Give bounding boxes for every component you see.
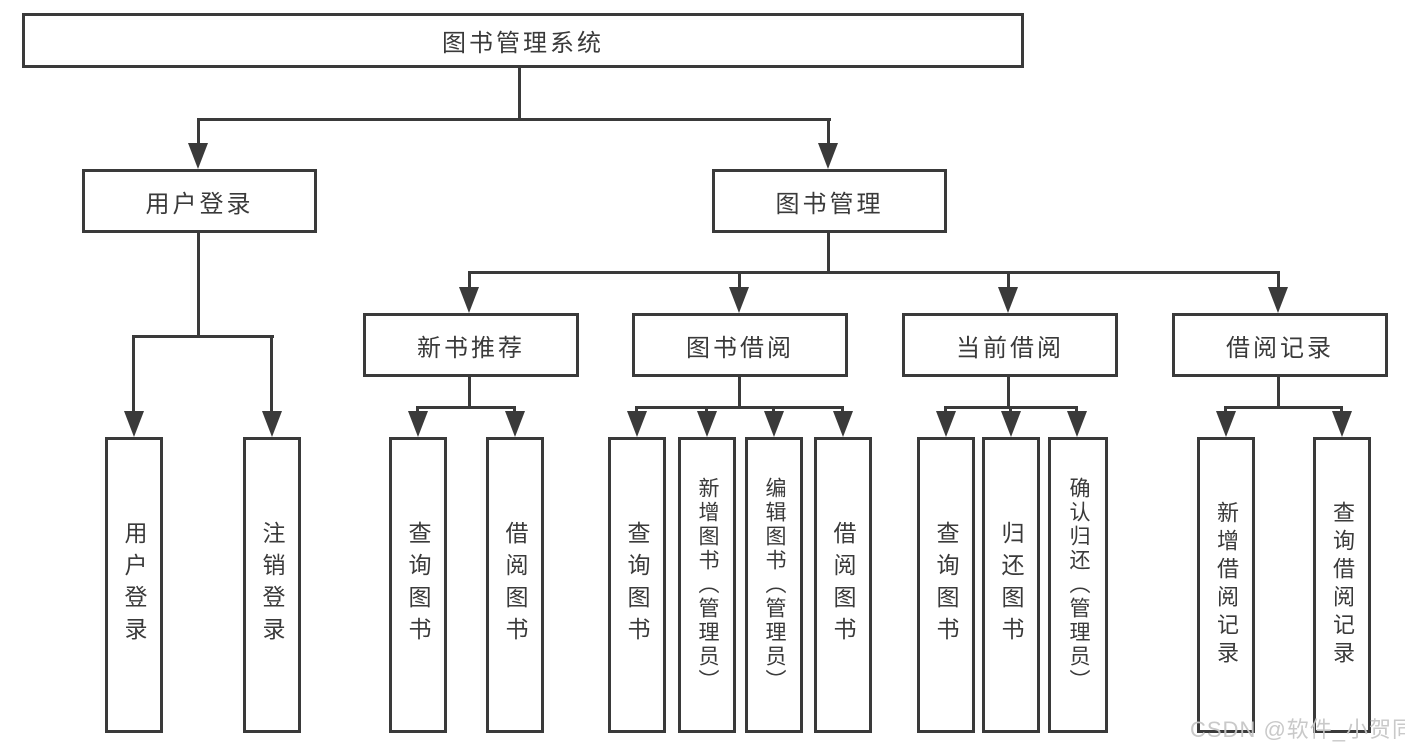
- arrow-down-icon: [1216, 411, 1236, 437]
- arrow-down-icon: [697, 411, 717, 437]
- connector-line: [1009, 406, 1012, 414]
- connector-line: [416, 406, 419, 414]
- node-leaf-borrow-books-2: 借阅图书: [814, 437, 872, 733]
- connector-line: [1007, 377, 1010, 409]
- arrow-down-icon: [459, 287, 479, 313]
- connector-line: [513, 406, 516, 414]
- connector-line: [270, 335, 273, 413]
- connector-line: [416, 406, 516, 409]
- node-user-login: 用户登录: [82, 169, 317, 233]
- arrow-down-icon: [764, 411, 784, 437]
- connector-line: [635, 406, 638, 414]
- arrow-down-icon: [729, 287, 749, 313]
- watermark: CSDN @软件_小贺同学: [1190, 717, 1405, 742]
- node-leaf-query-books-3: 查询图书: [917, 437, 975, 733]
- connector-line: [944, 406, 947, 414]
- node-leaf-logout: 注销登录: [243, 437, 301, 733]
- arrow-down-icon: [505, 411, 525, 437]
- connector-line: [1340, 406, 1343, 414]
- node-new-book-recommend: 新书推荐: [363, 313, 579, 377]
- connector-line: [1277, 271, 1280, 290]
- connector-line: [827, 118, 830, 146]
- arrow-down-icon: [1001, 411, 1021, 437]
- arrow-down-icon: [627, 411, 647, 437]
- node-leaf-add-books-admin: 新增图书（管理员）: [678, 437, 736, 733]
- connector-line: [468, 271, 471, 290]
- connector-line: [197, 233, 200, 338]
- connector-line: [468, 377, 471, 409]
- connector-line: [197, 118, 831, 121]
- connector-line: [738, 271, 741, 290]
- connector-line: [1224, 406, 1227, 414]
- node-leaf-query-books-2: 查询图书: [608, 437, 666, 733]
- connector-line: [197, 118, 200, 146]
- connector-line: [132, 335, 274, 338]
- arrow-down-icon: [998, 287, 1018, 313]
- node-leaf-confirm-return-admin: 确认归还（管理员）: [1048, 437, 1108, 733]
- arrow-down-icon: [188, 143, 208, 169]
- connector-line: [635, 406, 843, 409]
- arrow-down-icon: [1268, 287, 1288, 313]
- connector-line: [468, 271, 1280, 274]
- node-leaf-user-login: 用户登录: [105, 437, 163, 733]
- connector-line: [132, 335, 135, 413]
- node-leaf-return-books: 归还图书: [982, 437, 1040, 733]
- node-book-borrowing: 图书借阅: [632, 313, 848, 377]
- node-leaf-borrow-books: 借阅图书: [486, 437, 544, 733]
- arrow-down-icon: [833, 411, 853, 437]
- arrow-down-icon: [1332, 411, 1352, 437]
- connector-line: [772, 406, 775, 414]
- node-leaf-edit-books-admin: 编辑图书（管理员）: [745, 437, 803, 733]
- node-leaf-query-books: 查询图书: [389, 437, 447, 733]
- node-current-borrowing: 当前借阅: [902, 313, 1118, 377]
- arrow-down-icon: [262, 411, 282, 437]
- connector-line: [518, 68, 521, 121]
- arrow-down-icon: [1067, 411, 1087, 437]
- connector-line: [1277, 377, 1280, 409]
- node-leaf-query-borrow-record: 查询借阅记录: [1313, 437, 1371, 733]
- connector-line: [827, 233, 830, 274]
- connector-line: [841, 406, 844, 414]
- arrow-down-icon: [936, 411, 956, 437]
- node-borrow-records: 借阅记录: [1172, 313, 1388, 377]
- node-leaf-add-borrow-record: 新增借阅记录: [1197, 437, 1255, 733]
- connector-line: [705, 406, 708, 414]
- arrow-down-icon: [408, 411, 428, 437]
- connector-line: [1007, 271, 1010, 290]
- connector-line: [738, 377, 741, 409]
- arrow-down-icon: [818, 143, 838, 169]
- connector-line: [1224, 406, 1342, 409]
- connector-line: [1075, 406, 1078, 414]
- node-book-management: 图书管理: [712, 169, 947, 233]
- arrow-down-icon: [124, 411, 144, 437]
- node-library-system: 图书管理系统: [22, 13, 1024, 68]
